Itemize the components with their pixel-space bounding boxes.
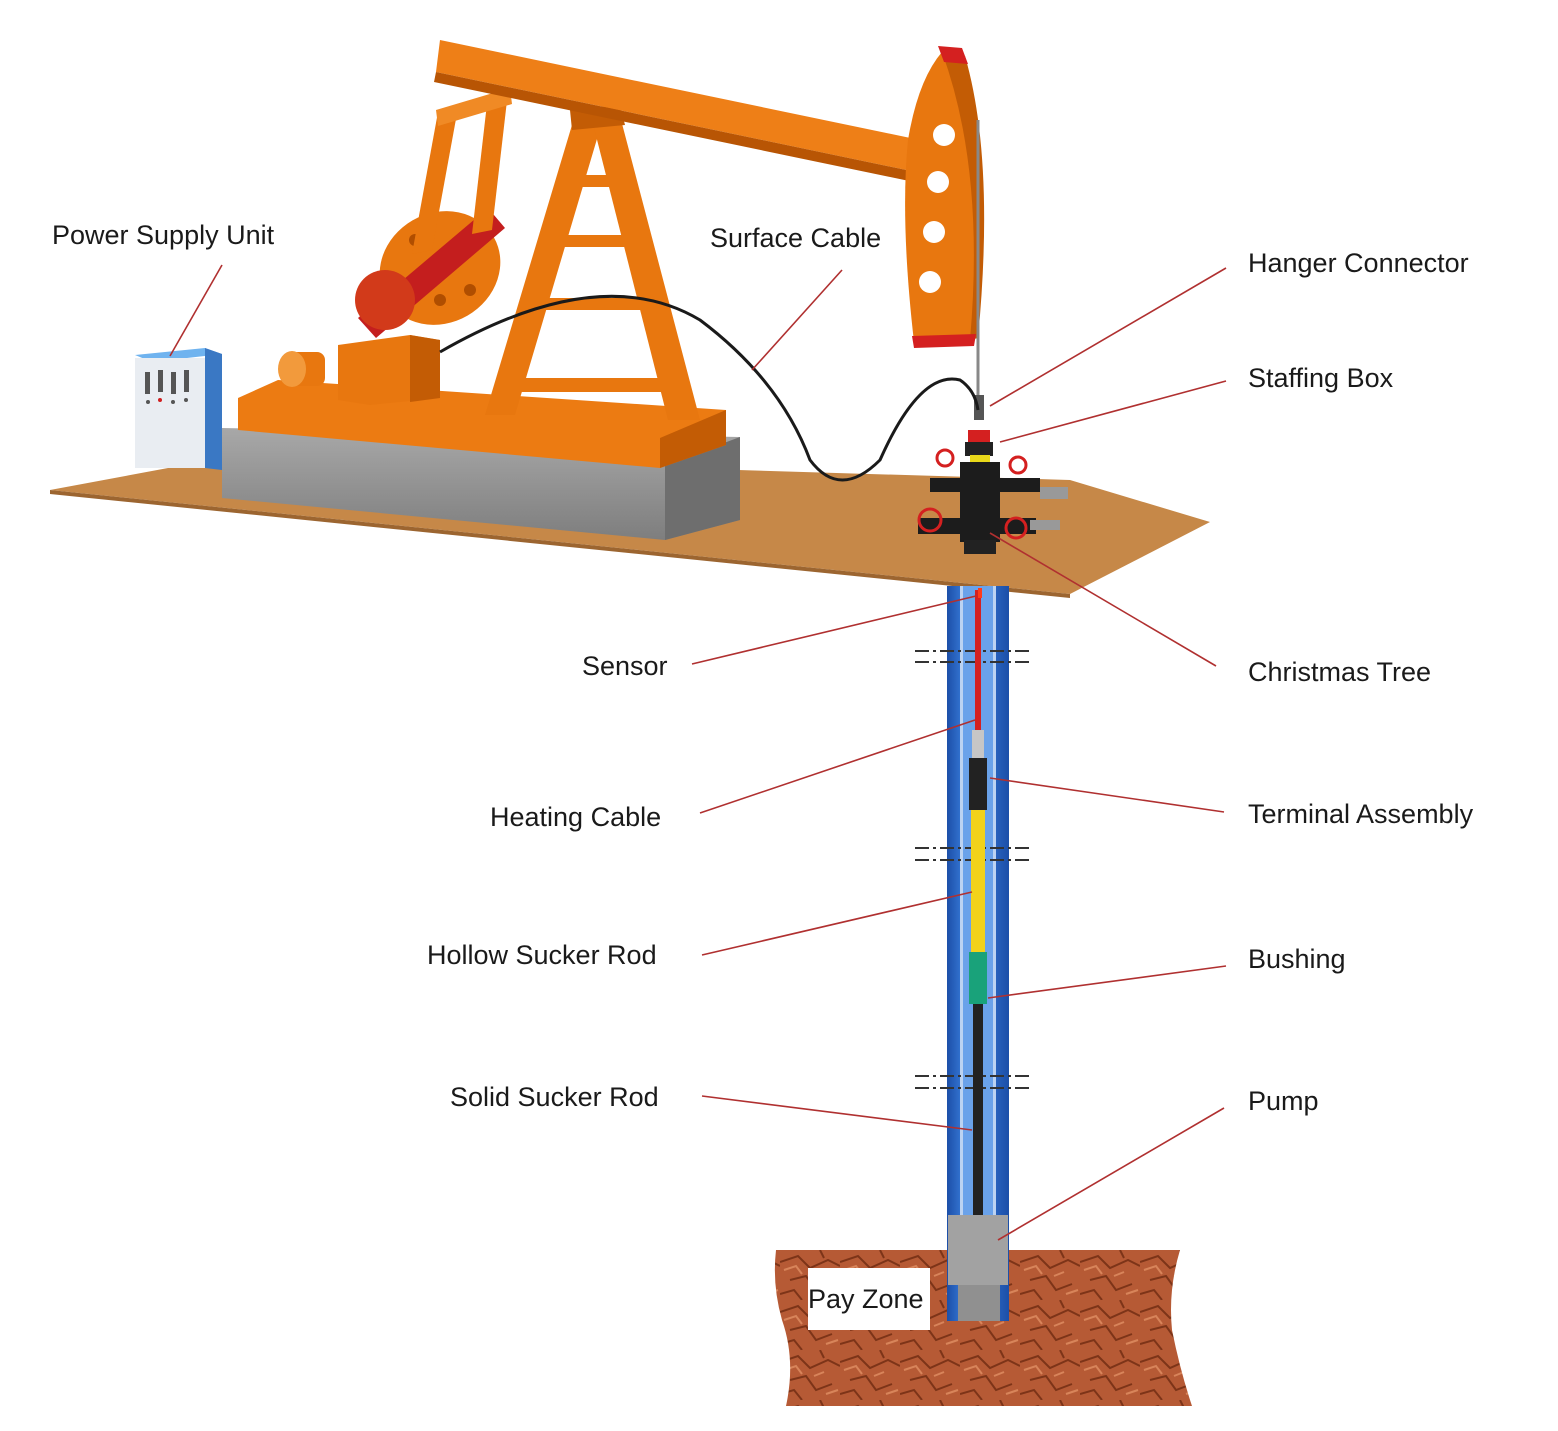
leader-staffing-box: [999, 380, 1227, 443]
downhole-pump: [948, 1215, 1008, 1321]
leader-solid-sucker-rod: [701, 1095, 973, 1131]
power-supply-box: [135, 348, 222, 470]
heating-cable-rod: [969, 588, 987, 1218]
leader-hanger-connector: [989, 267, 1227, 407]
leader-terminal-assembly: [989, 777, 1225, 813]
label-terminal-assembly: Terminal Assembly: [1248, 799, 1474, 829]
pitman-arms: [412, 88, 512, 254]
label-bushing: Bushing: [1248, 944, 1346, 974]
leader-pump: [997, 1107, 1225, 1241]
counterweight: [355, 208, 505, 338]
label-sensor: Sensor: [582, 651, 668, 681]
label-heating-cable: Heating Cable: [490, 802, 662, 832]
leader-bushing: [987, 965, 1227, 999]
walking-beam: [434, 40, 920, 182]
label-hollow-sucker-rod: Hollow Sucker Rod: [427, 940, 657, 970]
leader-christmas-tree: [989, 532, 1217, 667]
label-staffing-box: Staffing Box: [1248, 363, 1394, 393]
label-christmas-tree: Christmas Tree: [1248, 657, 1432, 687]
samson-post: [485, 105, 700, 420]
label-pump: Pump: [1248, 1086, 1319, 1116]
leader-hollow-sucker-rod: [701, 891, 973, 956]
horse-head: [905, 46, 985, 348]
leader-heating-cable: [699, 719, 976, 814]
label-power-supply-unit: Power Supply Unit: [52, 220, 275, 250]
leader-sensor: [691, 595, 977, 665]
label-surface-cable: Surface Cable: [710, 223, 882, 253]
label-hanger-connector: Hanger Connector: [1248, 248, 1469, 278]
leader-power-supply: [169, 264, 223, 357]
label-solid-sucker-rod: Solid Sucker Rod: [450, 1082, 659, 1112]
gearbox: [338, 335, 440, 405]
leader-surface-cable: [751, 269, 843, 371]
christmas-tree-wellhead: [917, 430, 1068, 554]
surface-cable-line: [439, 294, 980, 482]
label-pay-zone: Pay Zone: [808, 1268, 930, 1330]
leader-lines: [169, 264, 1227, 1241]
motor: [278, 351, 325, 387]
